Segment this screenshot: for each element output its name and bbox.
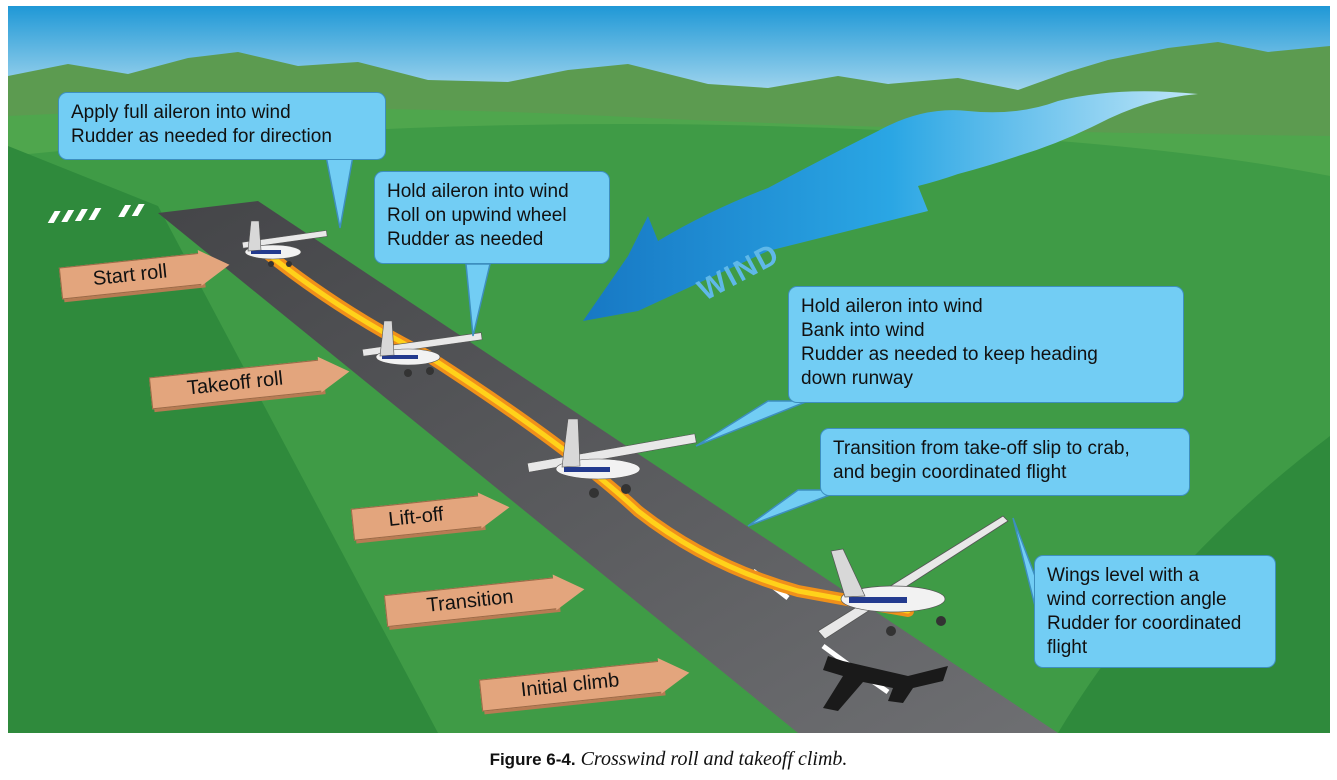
callout-line: Rudder as needed to keep heading [801, 344, 1098, 365]
callout-line: flight [1047, 637, 1088, 658]
airplane-start-roll [241, 220, 328, 267]
callout-tail-takeoff-roll [465, 263, 491, 337]
threshold-markings [47, 204, 145, 223]
callout-lift-off: Hold aileron into wind Bank into wind Ru… [788, 286, 1184, 403]
figure-number: Figure 6-4. [489, 750, 576, 769]
callout-takeoff-roll: Hold aileron into wind Roll on upwind wh… [374, 171, 610, 264]
callout-line: Wings level with a [1047, 565, 1200, 586]
airplane-transition [817, 515, 1009, 640]
callout-line: Hold aileron into wind [801, 296, 983, 317]
callout-transition: Transition from take-off slip to crab, a… [820, 428, 1190, 496]
callout-line: down runway [801, 368, 913, 389]
callout-line: Bank into wind [801, 320, 925, 341]
callout-line: Rudder as needed [387, 229, 544, 250]
figure-caption: Figure 6-4. Crosswind roll and takeoff c… [0, 748, 1337, 771]
airplane-takeoff-roll [361, 320, 483, 377]
callout-line: Rudder for coordinated [1047, 613, 1242, 634]
callout-line: wind correction angle [1047, 589, 1227, 610]
callout-initial-climb: Wings level with a wind correction angle… [1034, 555, 1276, 668]
takeoff-path-highlight [255, 243, 911, 614]
wind-arrow [583, 91, 1198, 321]
callout-line: and begin coordinated flight [833, 462, 1067, 483]
callout-start-roll: Apply full aileron into wind Rudder as n… [58, 92, 386, 160]
callout-line: Roll on upwind wheel [387, 205, 567, 226]
callout-line: Transition from take-off slip to crab, [833, 438, 1130, 459]
airplane-shadow [823, 656, 948, 711]
figure-title: Crosswind roll and takeoff climb. [580, 748, 848, 770]
callout-line: Hold aileron into wind [387, 181, 569, 202]
airplane-lift-off [526, 418, 697, 498]
callout-line: Rudder as needed for direction [71, 126, 332, 147]
callout-line: Apply full aileron into wind [71, 102, 291, 123]
callout-tail-lift-off [695, 400, 809, 447]
